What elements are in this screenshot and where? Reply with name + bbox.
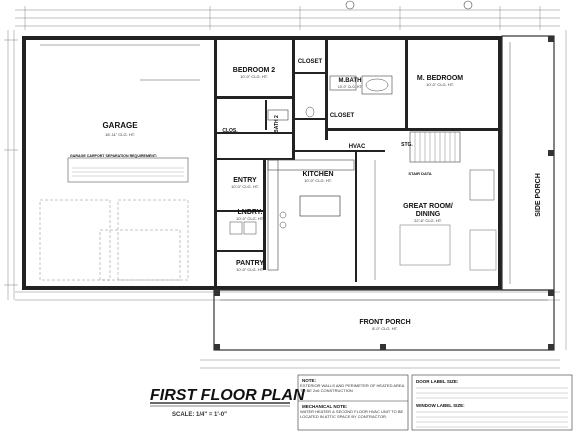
notes-block: NOTE: EXTERIOR WALLS AND PERIMETER OF HE… <box>297 374 573 431</box>
stair-data-label: STAIR DATA <box>408 171 431 176</box>
garage-label: GARAGE <box>102 121 138 130</box>
plan-title-block: FIRST FLOOR PLAN SCALE: 1/4" = 1'-0" <box>150 387 305 418</box>
stg-label: STG. <box>401 142 413 148</box>
mech-note-title: MECHANICAL NOTE: <box>302 404 348 409</box>
stair-drawing <box>409 131 495 201</box>
front-porch <box>213 289 555 351</box>
bedroom2-label: BEDROOM 2 <box>233 67 276 74</box>
kitchen-label: KITCHEN <box>302 171 333 178</box>
entry-size: 10'-0" CLG. HT. <box>231 184 259 189</box>
garage-separation-note: GARAGE CARPORT SEPARATION REQUIREMENT: <box>70 154 157 158</box>
clos-label: CLOS. <box>222 128 238 134</box>
front-porch-label: FRONT PORCH <box>359 319 410 326</box>
great-room-label: GREAT ROOM/ <box>403 203 453 210</box>
garage-size: 16'-11" CLG. HT. <box>105 132 135 137</box>
room-labels: GARAGE 16'-11" CLG. HT. BEDROOM 2 10'-0"… <box>102 59 542 331</box>
hvac-label: HVAC <box>349 144 366 150</box>
kitchen-fixtures <box>229 159 355 271</box>
plan-title: FIRST FLOOR PLAN <box>150 387 305 404</box>
closet-b2-label: CLOSET <box>298 59 323 65</box>
great-room-size: 22'-6" CLG. HT. <box>414 218 442 223</box>
mbath-size: 10'-0" CLG. HT. <box>338 85 363 89</box>
pantry-size: 10'-0" CLG. HT. <box>236 267 264 272</box>
interior-walls <box>217 40 498 282</box>
plan-scale: SCALE: 1/4" = 1'-0" <box>172 412 227 418</box>
mbedroom-label: M. BEDROOM <box>417 75 463 82</box>
bath2-label: BATH 2 <box>274 115 280 133</box>
mech-note-text: WATER HEATER & SECOND FLOOR HVAC UNIT TO… <box>300 409 404 419</box>
exterior-walls <box>22 36 502 290</box>
lndry-size: 10'-0" CLG. HT. <box>236 216 264 221</box>
dimension-lines <box>4 0 567 369</box>
svg-text:GARAGE CARPORT SEPARATION REQU: GARAGE CARPORT SEPARATION REQUIREMENT: <box>70 154 157 158</box>
front-porch-size: 8'-0" CLG. HT. <box>372 326 398 331</box>
pantry-label: PANTRY <box>236 260 264 267</box>
walls-note-title: NOTE: <box>302 378 317 383</box>
entry-label: ENTRY <box>233 177 257 184</box>
bath-fixtures <box>267 75 393 121</box>
dining-label: DINING <box>416 211 441 218</box>
mbedroom-size: 10'-0" CLG. HT. <box>426 82 454 87</box>
walls-note-text: EXTERIOR WALLS AND PERIMETER OF HEATED A… <box>300 383 405 393</box>
closet-mb-label: CLOSET <box>330 113 355 119</box>
great-room-details <box>374 160 497 280</box>
side-porch-label: SIDE PORCH <box>535 173 542 217</box>
mbath-label: M.BATH <box>339 78 362 84</box>
window-label-title: WINDOW LABEL SIZE: <box>416 403 465 408</box>
door-label-title: DOOR LABEL SIZE: <box>416 379 459 384</box>
side-porch <box>501 35 555 291</box>
lndry-label: LNDRY. <box>237 209 262 216</box>
kitchen-size: 10'-0" CLG. HT. <box>304 178 332 183</box>
bedroom2-size: 10'-0" CLG. HT. <box>240 74 268 79</box>
garage-interior <box>39 44 200 281</box>
